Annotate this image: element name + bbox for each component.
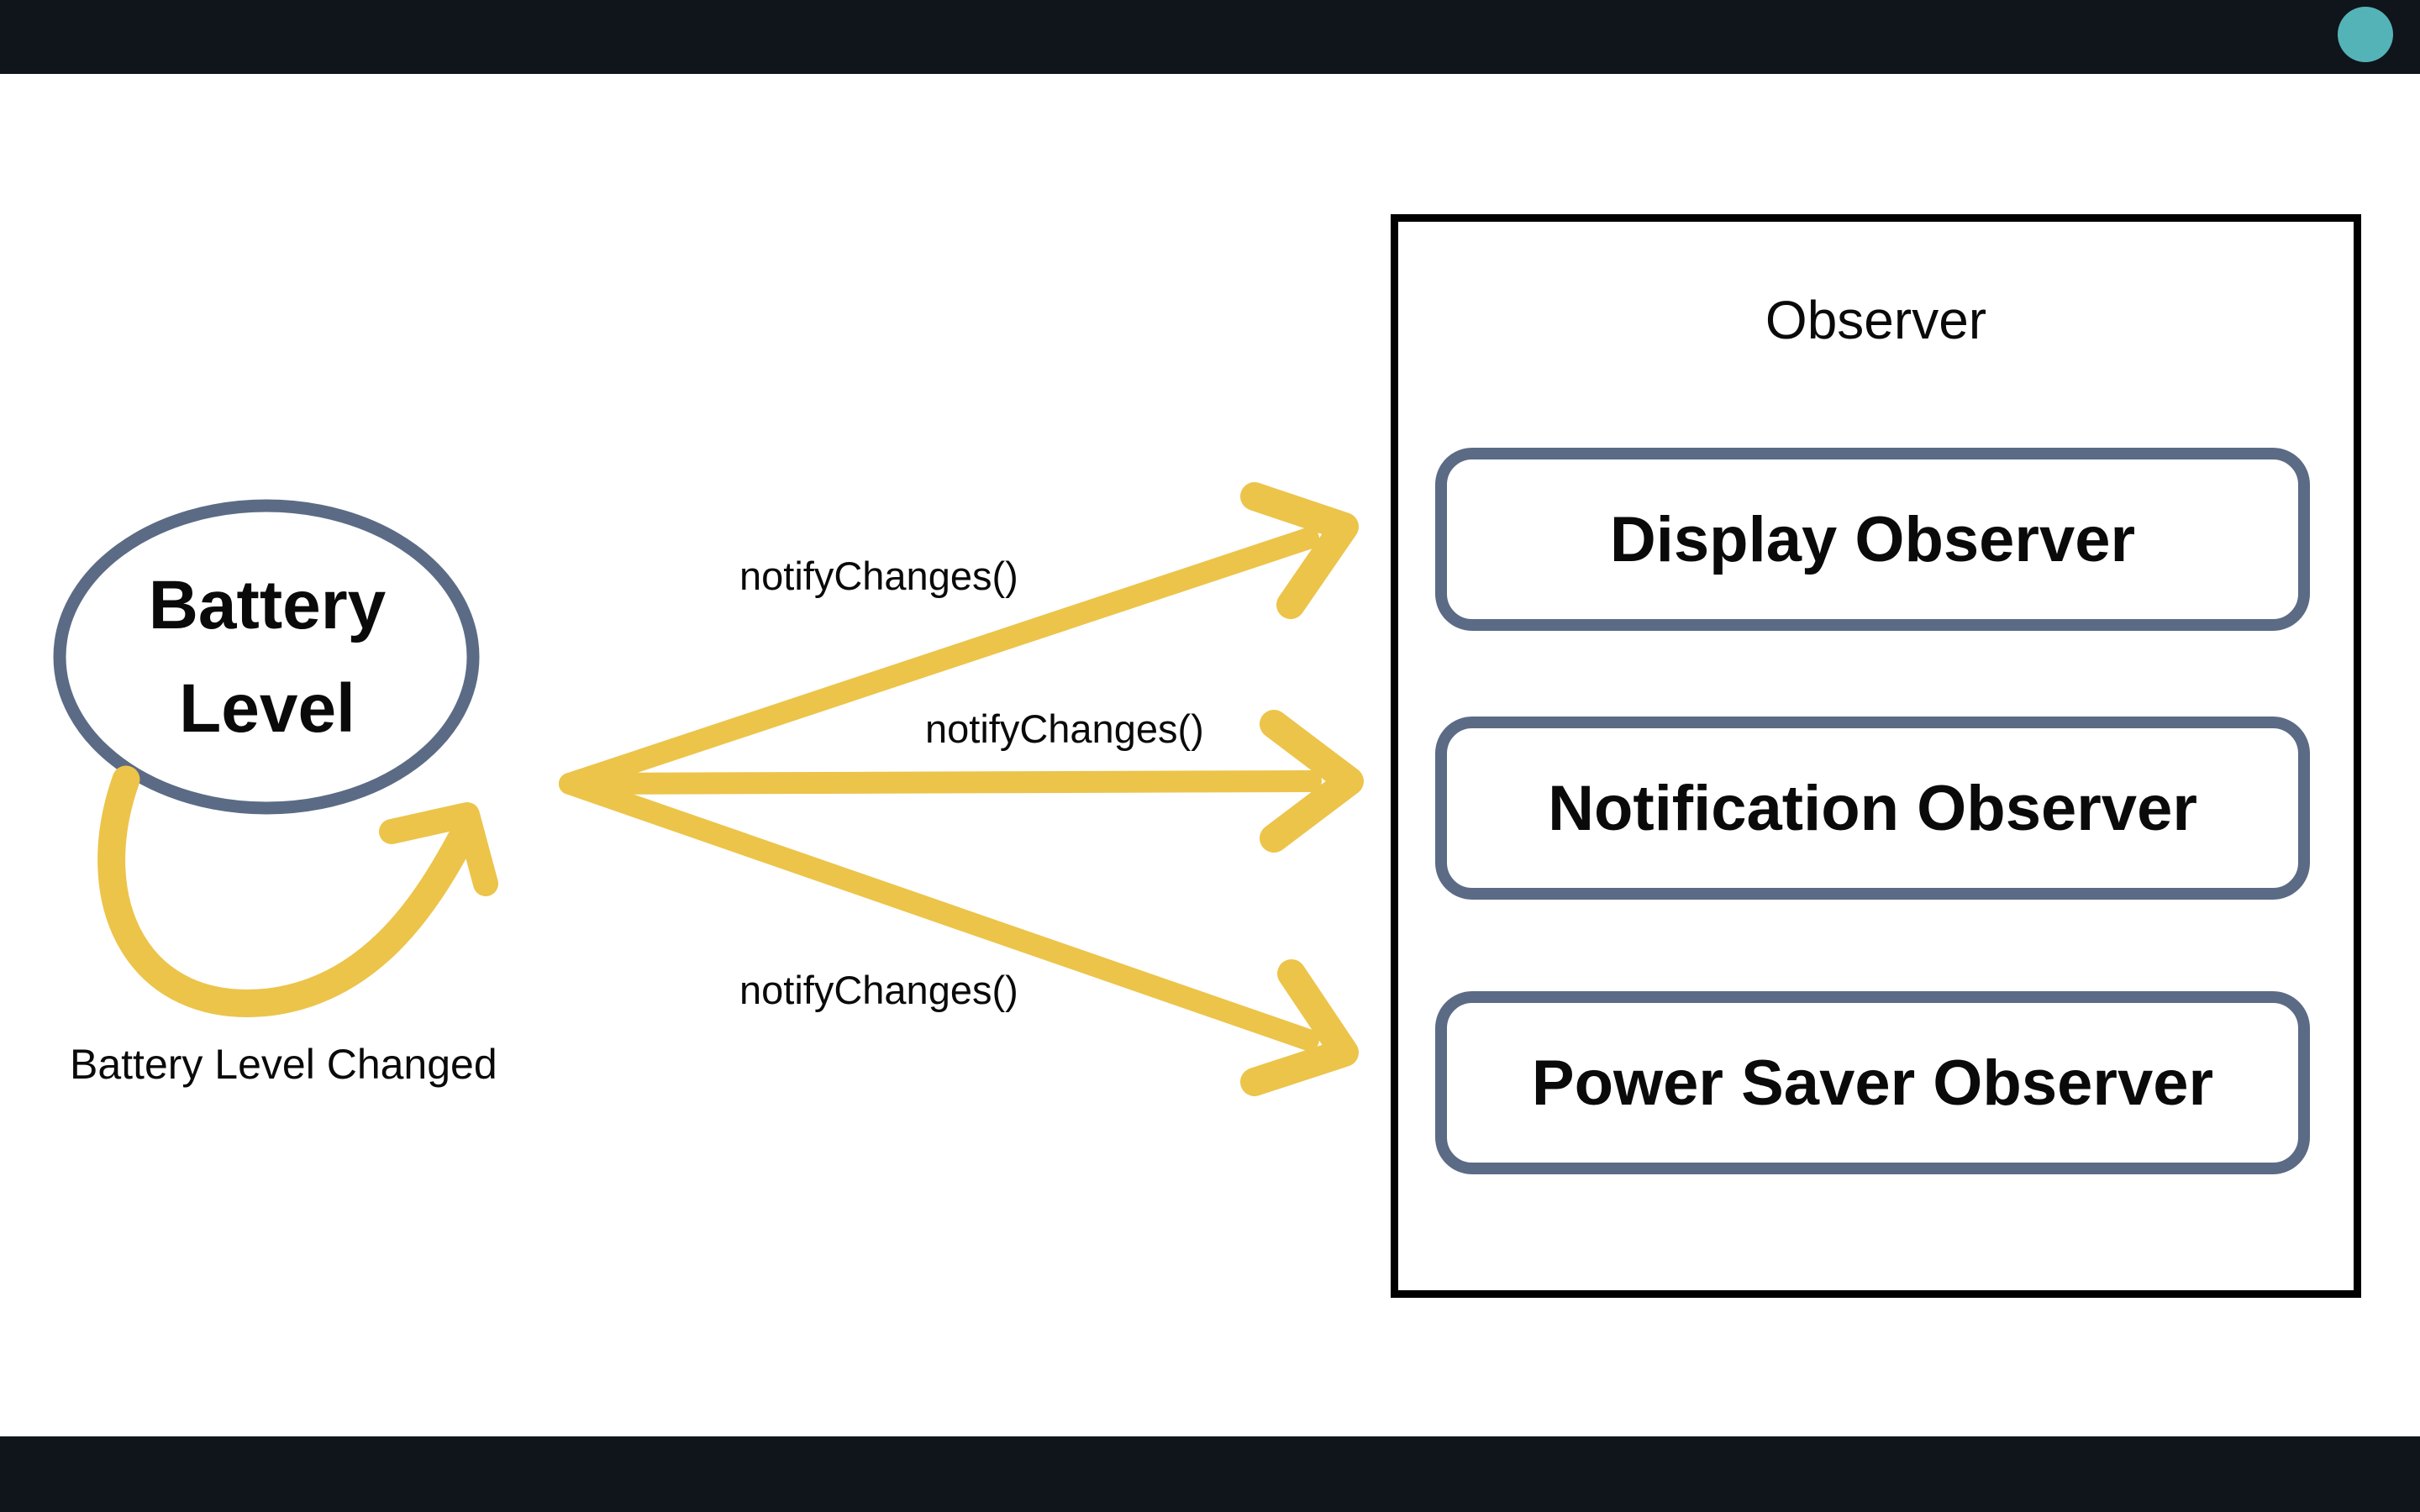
top-chrome-bar [0, 0, 2420, 74]
teal-dot-indicator [2338, 7, 2393, 62]
observer-panel-title: Observer [1765, 290, 1987, 350]
bottom-chrome-bar [0, 1436, 2420, 1512]
arrowhead-top [1240, 482, 1359, 619]
power-saver-observer-box: Power Saver Observer [1435, 991, 2310, 1174]
arrow-shaft-top [559, 528, 1319, 795]
arrow-shaft-bottom [559, 773, 1319, 1051]
notify-changes-label-bottom: notifyChanges() [739, 968, 1018, 1012]
notify-changes-label-top: notifyChanges() [739, 554, 1018, 598]
arrowhead-bottom [1240, 959, 1359, 1096]
arrow-shaft-middle [559, 770, 1322, 795]
arrowhead-middle [1260, 710, 1364, 853]
battery-level-label: Battery Level [148, 566, 387, 747]
battery-level-changed-label: Battery Level Changed [70, 1041, 497, 1088]
observer-panel: Observer Display Observer Notification O… [1391, 214, 2361, 1298]
battery-level-ellipse [53, 499, 480, 815]
self-loop-arrowhead [379, 802, 498, 896]
display-observer-box: Display Observer [1435, 448, 2310, 631]
notify-changes-label-middle: notifyChanges() [925, 706, 1204, 751]
notification-observer-box: Notification Observer [1435, 717, 2310, 900]
self-loop-arrow [97, 765, 475, 1017]
